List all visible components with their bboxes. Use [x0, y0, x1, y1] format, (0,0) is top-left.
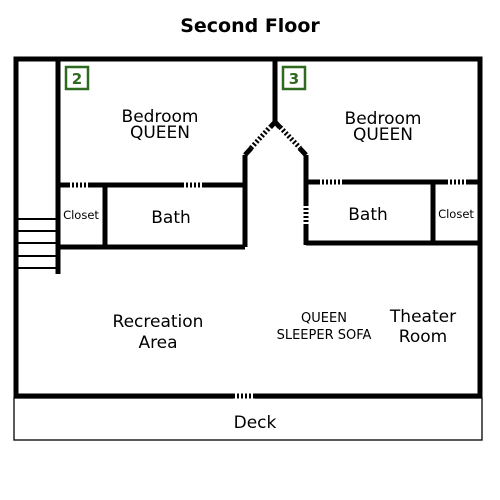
sofa-label: QUEEN	[301, 311, 347, 326]
page-title: Second Floor	[180, 15, 320, 37]
door-bath-left	[182, 181, 204, 189]
svg-text:3: 3	[289, 70, 299, 88]
badge-bedroom-3: 3	[281, 65, 307, 91]
svg-text:2: 2	[72, 70, 82, 88]
bath-left-label: Bath	[151, 208, 191, 228]
recreation-label: Recreation	[113, 312, 204, 332]
closet-left-label: Closet	[63, 208, 99, 222]
recreation-label-line2: Area	[138, 333, 177, 353]
doorways	[68, 124, 468, 400]
door-deck	[233, 391, 255, 400]
theater-label: Theater	[389, 307, 456, 327]
bedroom-3-size: QUEEN	[353, 125, 413, 145]
theater-label-line2: Room	[399, 327, 447, 347]
badge-bedroom-2: 2	[64, 65, 90, 91]
door-closet-right	[446, 178, 468, 186]
bedroom-2-size: QUEEN	[130, 123, 190, 143]
closet-right-label: Closet	[438, 207, 474, 221]
bedroom-2-label: Bedroom	[122, 107, 199, 127]
staircase	[18, 59, 61, 274]
door-bath-right	[302, 204, 310, 226]
door-closet-left	[68, 181, 90, 189]
bath-right-label: Bath	[348, 205, 388, 225]
sofa-label-line2: SLEEPER SOFA	[277, 328, 372, 343]
interior-walls	[58, 59, 478, 250]
bedroom-3-label: Bedroom	[345, 109, 422, 129]
deck-label: Deck	[234, 413, 277, 433]
